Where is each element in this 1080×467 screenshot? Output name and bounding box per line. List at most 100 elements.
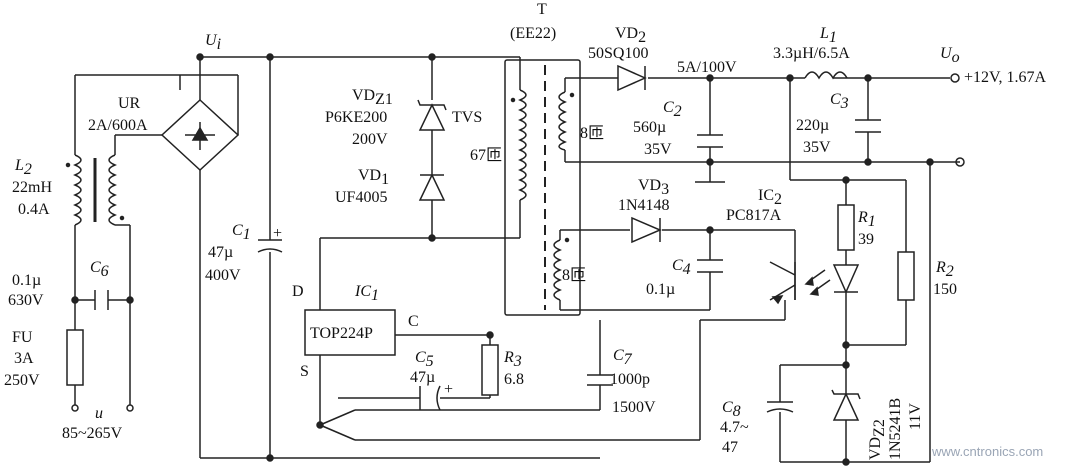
r3-name: R <box>503 349 514 366</box>
r1-sub: 1 <box>868 213 876 230</box>
vd2-sub: 2 <box>638 29 646 46</box>
resistor-r1 <box>837 204 855 251</box>
r3-value: 6.8 <box>504 371 524 388</box>
svg-text:R2: R2 <box>935 259 954 280</box>
c2-voltage: 35V <box>644 141 672 158</box>
c1-polarity: + <box>273 225 282 242</box>
l2-value: 22mH <box>12 179 52 196</box>
ic1-name: IC <box>354 283 371 300</box>
input-terminal-right <box>126 404 134 412</box>
fuse-rating-a: 3A <box>14 350 34 367</box>
u-label: u <box>95 405 103 422</box>
svg-text:VD1: VD1 <box>358 167 389 188</box>
c4-value: 0.1µ <box>646 281 675 298</box>
ic2-part: PC817A <box>726 207 782 224</box>
svg-text:IC2: IC2 <box>758 187 782 208</box>
svg-text:VD2: VD2 <box>615 25 646 46</box>
svg-text:VDZ2: VDZ2 <box>867 419 888 460</box>
uo-label: U <box>940 45 953 62</box>
svg-text:Ui: Ui <box>205 32 221 53</box>
svg-text:C2: C2 <box>663 99 682 120</box>
vd2-part: 50SQ100 <box>588 45 648 62</box>
output-terminal-positive <box>950 73 960 83</box>
c6-value: 0.1µ <box>12 272 41 289</box>
bridge-name: UR <box>118 95 141 112</box>
ic1-pin-s: S <box>300 363 309 380</box>
capacitor-c4 <box>697 259 723 273</box>
c6-name: C <box>90 259 101 276</box>
c1-voltage: 400V <box>205 267 241 284</box>
l1-sub: 1 <box>829 29 837 46</box>
c6-voltage: 630V <box>8 292 44 309</box>
capacitor-c2 <box>697 134 723 148</box>
vdz2-name: VD <box>867 437 884 460</box>
junction-dots <box>71 53 934 466</box>
svg-text:IC1: IC1 <box>354 283 379 304</box>
c5-sub: 5 <box>426 353 434 370</box>
r3-sub: 3 <box>513 353 522 370</box>
c2-value: 560µ <box>633 119 666 136</box>
watermark: www.cntronics.com <box>931 444 1043 459</box>
diode-vd3 <box>631 216 662 244</box>
c1-name: C <box>232 222 243 239</box>
vdz1-sub: Z1 <box>375 91 393 108</box>
svg-text:C6: C6 <box>90 259 109 280</box>
output-spec: +12V, 1.67A <box>964 69 1047 86</box>
output-terminal-negative <box>955 157 965 167</box>
capacitor-c3 <box>855 119 881 133</box>
bridge-rectifier <box>160 90 240 180</box>
common-mode-choke <box>65 154 130 226</box>
c5-name: C <box>415 349 426 366</box>
svg-text:C5: C5 <box>415 349 434 370</box>
vd3-part: 1N4148 <box>618 197 670 214</box>
ic1-part: TOP224P <box>310 325 373 342</box>
transformer-bias: 8匝 <box>562 267 586 284</box>
l1-name: L <box>819 25 829 42</box>
capacitor-c7 <box>587 374 613 390</box>
wires <box>74 56 960 463</box>
diode-vd2 <box>617 64 647 92</box>
fuse-rating-v: 250V <box>4 372 40 389</box>
vdz1-voltage: 200V <box>352 131 388 148</box>
svg-text:VDZ1: VDZ1 <box>352 87 393 108</box>
ui-label: U <box>205 32 218 49</box>
capacitor-c5 <box>419 385 441 411</box>
c2-sub: 2 <box>674 103 682 120</box>
transformer-core: (EE22) <box>510 25 556 42</box>
ic2-sub: 2 <box>774 191 782 208</box>
fuse-name: FU <box>12 329 33 346</box>
c7-sub: 7 <box>624 351 633 368</box>
svg-text:L2: L2 <box>14 157 32 178</box>
vd3-sub: 3 <box>661 181 669 198</box>
transformer-secondary: 8匝 <box>580 125 604 142</box>
vd2-name: VD <box>615 25 638 42</box>
c8-sub: 8 <box>733 403 741 420</box>
resistor-r3 <box>481 344 499 396</box>
ic1-pin-c: C <box>408 313 419 330</box>
l2-name: L <box>14 157 24 174</box>
svg-text:L1: L1 <box>819 25 837 46</box>
c3-sub: 3 <box>840 95 849 112</box>
r1-value: 39 <box>858 231 874 248</box>
c8-value-a: 4.7~ <box>720 419 749 436</box>
svg-text:C1: C1 <box>232 222 251 243</box>
vdz2-part: 1N5241B <box>887 398 904 460</box>
c3-value: 220µ <box>796 117 829 134</box>
labels: Ui UR 2A/600A L2 22mH 0.4A C6 0.1µ 630V … <box>4 1 1047 460</box>
zener-diode-vdz2 <box>831 380 861 421</box>
svg-text:C7: C7 <box>613 347 633 368</box>
optocoupler-ic2 <box>769 261 860 305</box>
ui-sub: i <box>217 36 221 53</box>
input-terminal-left <box>71 404 79 412</box>
c1-sub: 1 <box>243 226 251 243</box>
vd1-sub: 1 <box>381 171 389 188</box>
l1-value: 3.3µH/6.5A <box>773 45 850 62</box>
svg-text:VD3: VD3 <box>638 177 669 198</box>
capacitor-c6 <box>94 290 109 310</box>
svg-text:R1: R1 <box>857 209 876 230</box>
c1-value: 47µ <box>208 244 233 261</box>
ic1-top224p <box>304 309 396 356</box>
c6-sub: 6 <box>101 263 109 280</box>
transformer-name: T <box>537 1 547 18</box>
